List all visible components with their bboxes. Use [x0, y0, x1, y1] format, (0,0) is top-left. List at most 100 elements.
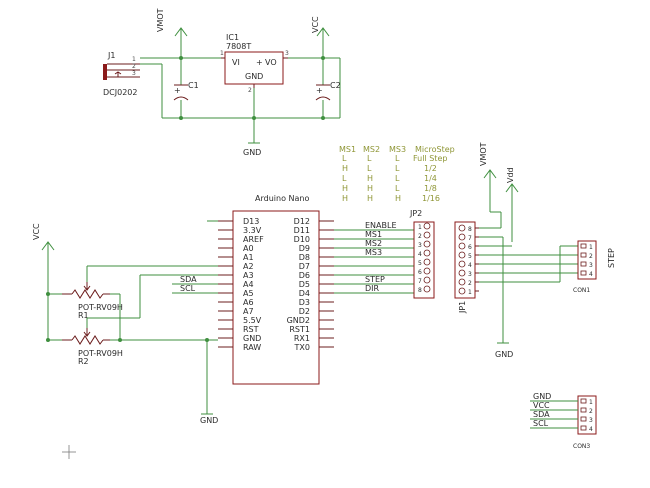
nano-right-pin-label: D10 [294, 235, 310, 244]
nano-right-pin-label: TX0 [294, 343, 310, 352]
r2-name: R2 [78, 357, 89, 366]
jp2-pin-number: 3 [418, 242, 422, 249]
j1-pin1-number: 1 [132, 56, 136, 63]
right-vdd-label: Vdd [506, 167, 515, 183]
microstep-cell: L [367, 164, 372, 173]
vmot-label: VMOT [156, 8, 165, 32]
jp1-pin-hole [458, 242, 466, 250]
microstep-cell: L [342, 174, 347, 183]
nano-right-pin-label: D6 [299, 271, 310, 280]
left-vcc-supply-symbol: VCC [32, 223, 55, 340]
microstep-table: MS1 MS2 MS3 MicroStep L L L Full Step H … [339, 145, 455, 203]
jp2-pin-hole [423, 276, 431, 284]
nano-left-pin-label: A7 [243, 307, 254, 316]
nano-left-pin-label: AREF [243, 235, 264, 244]
microstep-cell: L [367, 154, 372, 163]
jp1-pin-number: 6 [468, 244, 472, 251]
con1-name: CON1 [573, 287, 590, 294]
right-vmot-supply-symbol: VMOT [479, 142, 501, 213]
microstep-cell: H [342, 164, 348, 173]
nano-left-pin-label: RST [243, 325, 259, 334]
sda-label: SDA [180, 275, 197, 284]
nano-left-pin-label: 5.5V [243, 316, 262, 325]
jp1-name: JP1 [458, 301, 467, 314]
con3-net-scl: SCL [533, 419, 549, 428]
jp2-pin-number: 8 [418, 287, 422, 294]
nano-right-pin-label: RX1 [294, 334, 310, 343]
nano-right-pin-label: D3 [299, 298, 310, 307]
net-enable-label: ENABLE [365, 221, 397, 230]
nano-right-pin-label: RST1 [289, 325, 310, 334]
j1-value: DCJ0202 [103, 88, 137, 97]
microstep-cell: L [395, 174, 400, 183]
net-ms2-label: MS2 [365, 239, 382, 248]
con1-pin-pad [580, 252, 587, 258]
jp2-pin-number: 6 [418, 269, 422, 276]
j1-pin3-number: 3 [132, 70, 136, 77]
con1-pin-number: 1 [589, 244, 593, 251]
microstep-cell: 1/4 [424, 174, 437, 183]
con3-pin-number: 1 [589, 399, 593, 406]
con1-pin-pad [580, 243, 587, 249]
jp1-pin-hole [458, 287, 466, 295]
jp2-pin-hole [423, 258, 431, 266]
nano-left-pin-label: GND [243, 334, 261, 343]
jp1-pin-hole [458, 233, 466, 241]
con3-name: CON3 [573, 443, 590, 450]
jp1-pin-number: 7 [468, 235, 472, 242]
vcc-supply-symbol: VCC [311, 16, 330, 58]
jp1-pin-hole [458, 269, 466, 277]
right-gnd-label: GND [495, 350, 513, 359]
microstep-cell: 1/8 [424, 184, 437, 193]
ic1-pin-plus: + [256, 58, 263, 67]
nano-right-pin-label: D5 [299, 280, 310, 289]
nano-right-pin-label: D12 [294, 217, 310, 226]
nano-right-pin-label: D4 [299, 289, 310, 298]
nano-left-pin-label: 3.3V [243, 226, 262, 235]
origin-crosshair [62, 445, 76, 459]
right-supply-section: VMOT Vdd GND [479, 142, 578, 359]
microstep-cell: H [395, 194, 401, 203]
microstep-cell: L [395, 164, 400, 173]
ic1-pin-vi: VI [232, 58, 240, 67]
microstep-cell: 1/2 [424, 164, 437, 173]
power-supply-section: VMOT VCC J1 DCJ0202 1 2 3 [103, 8, 341, 157]
jp2-pin-number: 5 [418, 260, 422, 267]
j1-dc-jack: J1 DCJ0202 1 2 3 [103, 51, 140, 97]
left-pot-section: VCC POT-RV09H R1 POT-RV09H R2 [32, 220, 218, 425]
con3-pin-number: 4 [589, 426, 593, 433]
microstep-cell: L [395, 154, 400, 163]
jp1-pin-number: 4 [468, 262, 472, 269]
con3-pin-pad [580, 398, 587, 404]
con3-net-vcc: VCC [533, 401, 550, 410]
power-gnd-label: GND [243, 148, 261, 157]
net-ms1-label: MS1 [365, 230, 382, 239]
microstep-cell: H [367, 184, 373, 193]
jp1-pin-hole [458, 278, 466, 286]
microstep-cell: H [342, 184, 348, 193]
jp1-pin-number: 3 [468, 271, 472, 278]
jp1-pin-number: 5 [468, 253, 472, 260]
r1-value: POT-RV09H [78, 303, 123, 312]
jp2-pin-number: 4 [418, 251, 422, 258]
net-ms3-label: MS3 [365, 248, 382, 257]
r1-potentiometer: POT-RV09H R1 [62, 282, 123, 320]
microstep-cell: H [342, 194, 348, 203]
jp1-pin-number: 8 [468, 226, 472, 233]
j1-pin2-number: 2 [132, 63, 136, 70]
nano-right-pin-label: D11 [294, 226, 310, 235]
left-gnd-label: GND [200, 416, 218, 425]
jp1-pin-hole [458, 224, 466, 232]
net-step-label: STEP [365, 275, 385, 284]
con3-pin-pad [580, 407, 587, 413]
con3-pin-pad [580, 425, 587, 431]
nano-left-pin-label: A5 [243, 289, 254, 298]
con1-pin-number: 3 [589, 262, 593, 269]
ic1-pin1-number: 1 [220, 50, 224, 57]
jp2-pin-number: 2 [418, 233, 422, 240]
